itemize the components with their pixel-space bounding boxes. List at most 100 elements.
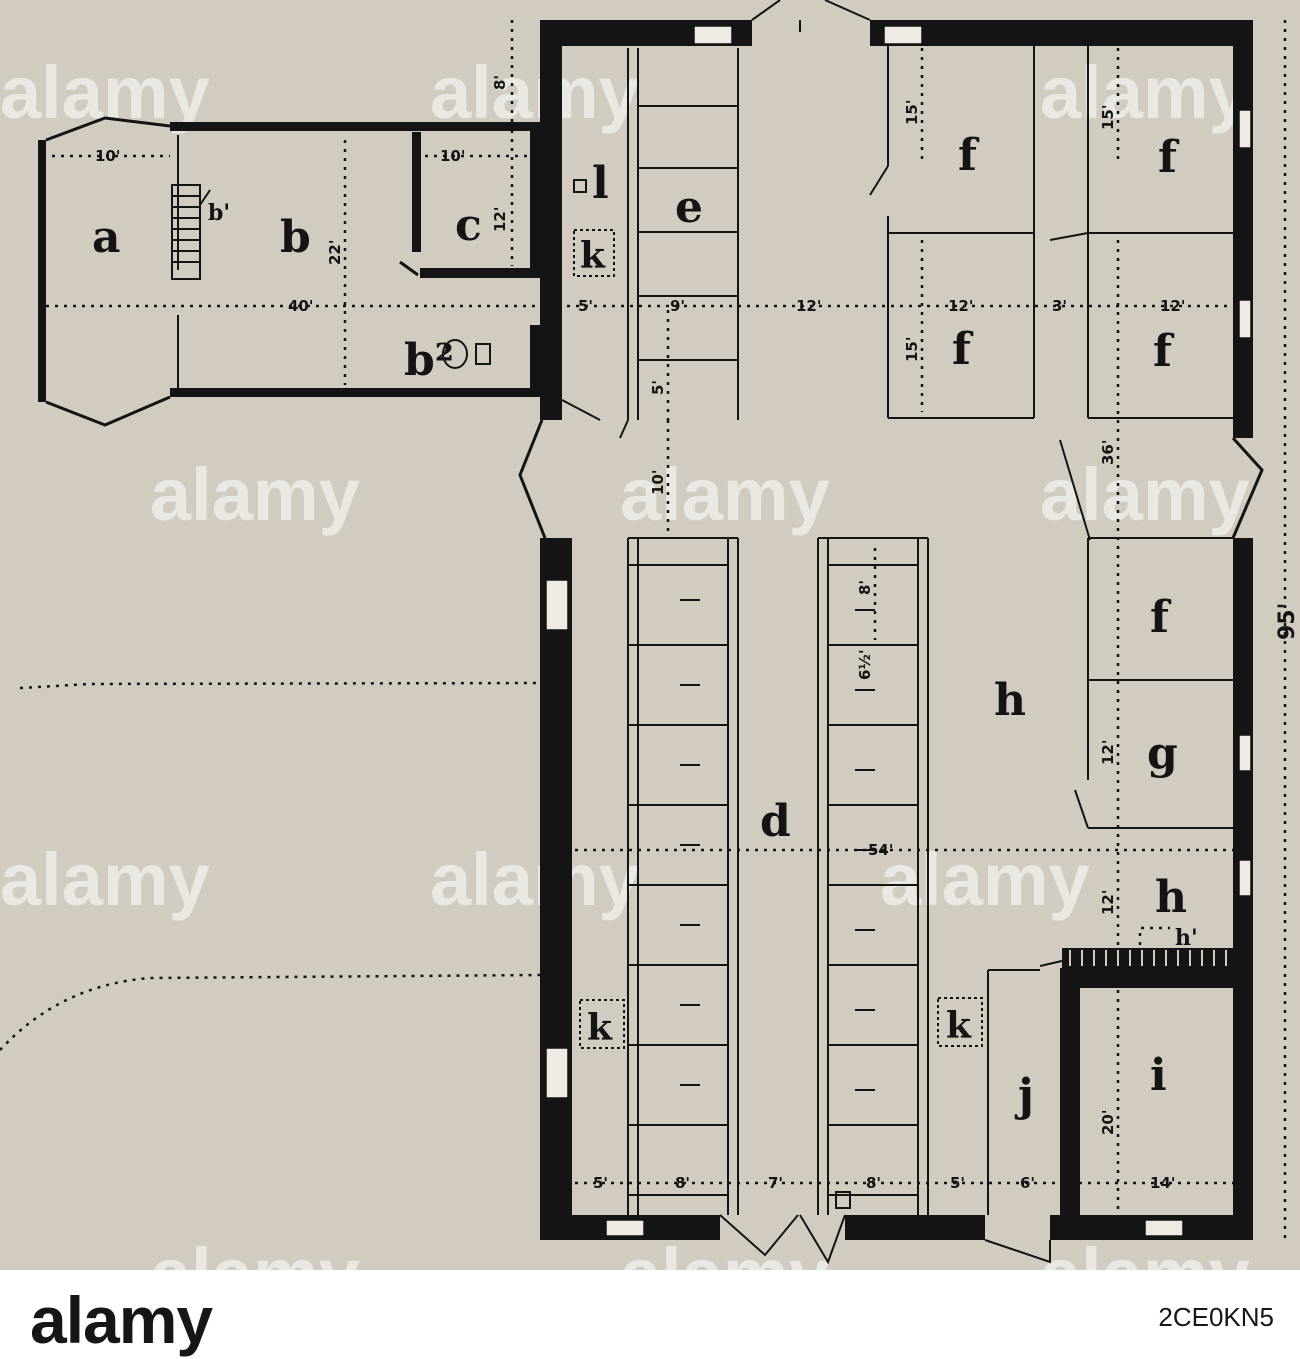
room-label-f: f xyxy=(1158,132,1180,183)
door-south-left xyxy=(719,1214,799,1257)
watermark: alamy xyxy=(620,453,830,536)
window xyxy=(1144,1219,1184,1237)
door-north-left xyxy=(751,0,781,21)
dimension-label: 12' xyxy=(1099,740,1117,765)
window xyxy=(545,1047,569,1099)
stock-image-id: 2CE0KN5 xyxy=(1158,1302,1274,1332)
dimension-lines xyxy=(46,20,1287,1240)
room-label-e: e xyxy=(675,182,703,233)
dimension-label: 9' xyxy=(670,297,685,315)
window xyxy=(1238,109,1252,149)
room-label-g: g xyxy=(1147,728,1178,779)
room-label-k: k xyxy=(580,235,606,277)
dimension-label: 8' xyxy=(491,75,509,90)
door-west-passage xyxy=(518,419,547,539)
door-c xyxy=(399,260,419,277)
dimension-label: 8' xyxy=(866,1174,881,1192)
watermark: alamy xyxy=(0,51,210,134)
room-label-f: f xyxy=(1153,326,1175,377)
room-label-b: b xyxy=(280,212,311,263)
door-south-right xyxy=(799,1214,846,1265)
watermark: alamy xyxy=(880,838,1090,921)
dimension-label: 36' xyxy=(1099,440,1117,465)
stalls-e xyxy=(627,48,739,420)
h1-marker xyxy=(1138,926,1170,945)
wall-wing-south xyxy=(170,388,542,397)
dimension-label: 20' xyxy=(1099,1110,1117,1135)
wall-b2-east xyxy=(530,325,542,397)
dimension-label: 5' xyxy=(578,297,593,315)
watermark: alamy xyxy=(0,838,210,921)
wall-i-north xyxy=(1060,968,1250,988)
watermark: alamy xyxy=(1040,51,1250,134)
stock-footer: alamy 2CE0KN5 xyxy=(0,1270,1300,1359)
wall-main-west-lower xyxy=(540,538,572,1240)
room-label-j: j xyxy=(1014,1070,1034,1121)
dimension-label: 15' xyxy=(903,100,921,125)
stock-logo: alamy xyxy=(30,1283,213,1357)
dimension-label: 22' xyxy=(326,240,344,265)
watermark: alamy xyxy=(430,838,640,921)
dimension-label: 15' xyxy=(1099,105,1117,130)
wall-c-west xyxy=(412,132,421,252)
room-label-b2: b² xyxy=(404,335,454,386)
room-label-c: c xyxy=(455,200,482,251)
dimension-label: 10' xyxy=(649,470,667,495)
window xyxy=(1238,859,1252,897)
door-leaf xyxy=(619,419,629,439)
stair-h1 xyxy=(1062,948,1238,968)
dimension-label: 6½' xyxy=(856,649,874,680)
wall-main-north-right xyxy=(870,20,1250,46)
door-north-right xyxy=(824,0,871,21)
door-leaf xyxy=(1059,439,1091,541)
room-label-h: h xyxy=(1155,872,1187,923)
dimension-label: 15' xyxy=(903,337,921,362)
wall-c-south xyxy=(420,268,532,278)
watermark-layer: alamy alamy alamy alamy alamy alamy alam… xyxy=(0,51,1250,1270)
dimension-label: 10' xyxy=(440,147,465,165)
room-label-b1: b' xyxy=(208,200,230,226)
wall-i-west xyxy=(1060,968,1080,1240)
door-leaf xyxy=(561,399,601,421)
stalls-d-left xyxy=(627,537,739,1215)
wall-main-west-upper xyxy=(540,20,562,420)
stalls-d-right xyxy=(817,537,929,1215)
room-label-k: k xyxy=(946,1005,972,1047)
watermark: alamy xyxy=(430,51,640,134)
window xyxy=(883,25,923,45)
room-label-f: f xyxy=(1150,592,1172,643)
watermark: alamy xyxy=(150,1233,360,1270)
window xyxy=(605,1219,645,1237)
dimension-label: 3' xyxy=(1052,297,1067,315)
dimension-label: 6' xyxy=(1020,1174,1035,1192)
partitions xyxy=(0,0,1264,1265)
room-label-h: h xyxy=(994,675,1026,726)
dimension-label: 12' xyxy=(1099,890,1117,915)
wall-main-east-upper xyxy=(1233,20,1253,438)
windows xyxy=(545,25,1252,1237)
fixture-l xyxy=(573,179,587,193)
feed-box-k xyxy=(579,999,625,1049)
dimension-label: 7' xyxy=(768,1174,783,1192)
approach-path xyxy=(19,681,541,690)
fixture-small xyxy=(835,1191,851,1209)
dimension-labels: 10' 10' 8' 12' 22' 40' 5' 9' 12' 12' 3' … xyxy=(95,75,1300,1192)
dimension-label: 12' xyxy=(796,297,821,315)
watermark: alamy xyxy=(150,453,360,536)
basin-fixture xyxy=(442,339,468,369)
room-label-f: f xyxy=(958,130,980,181)
bay-a-south xyxy=(45,395,171,427)
dimension-label: 5' xyxy=(593,1174,608,1192)
room-label-h1: h' xyxy=(1175,925,1198,951)
dimension-label: 8' xyxy=(856,580,874,595)
watermark: alamy xyxy=(1040,453,1250,536)
rooms-f-g-lower xyxy=(1074,537,1233,829)
room-label-l: l xyxy=(592,158,609,209)
stair-b1 xyxy=(171,184,211,280)
room-label-i: i xyxy=(1150,1050,1167,1101)
floor-plan: alamy alamy alamy alamy alamy alamy alam… xyxy=(0,0,1300,1270)
dimension-label: 12' xyxy=(1160,297,1185,315)
dimension-label: 5' xyxy=(950,1174,965,1192)
dimension-label: 12' xyxy=(948,297,973,315)
rooms-f-upper xyxy=(869,46,1233,419)
